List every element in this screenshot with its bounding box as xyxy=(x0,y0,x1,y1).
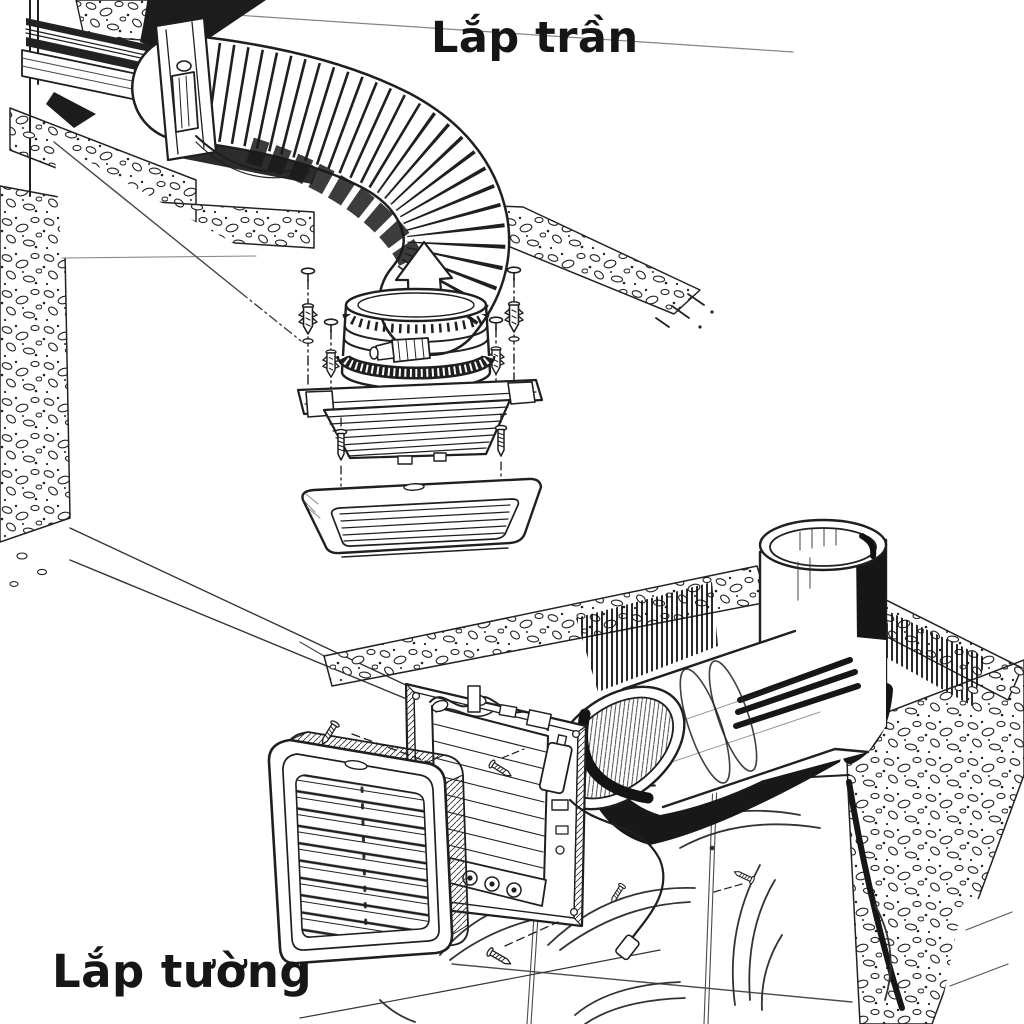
power-wire xyxy=(568,798,756,961)
ceiling-label: Lắp trần xyxy=(431,13,639,63)
ceiling-scene xyxy=(0,0,794,703)
hose-clamp xyxy=(171,60,313,179)
anchors-screws xyxy=(298,266,524,395)
wall-opening xyxy=(299,565,1024,1024)
worm-clamp-screw xyxy=(369,337,431,363)
wall-label: Lắp tường xyxy=(52,945,313,998)
mounting-screws xyxy=(317,719,559,969)
ceiling-grille xyxy=(301,477,543,558)
capacitor xyxy=(538,734,573,795)
wall-grille xyxy=(267,719,559,969)
grille-logo xyxy=(344,759,368,771)
fan-body xyxy=(322,398,512,487)
opening-shadow xyxy=(575,730,848,845)
flexible-duct xyxy=(131,16,511,356)
grille-logo xyxy=(403,483,425,491)
wall-scene xyxy=(267,518,1024,1024)
leader-lines xyxy=(53,141,415,703)
